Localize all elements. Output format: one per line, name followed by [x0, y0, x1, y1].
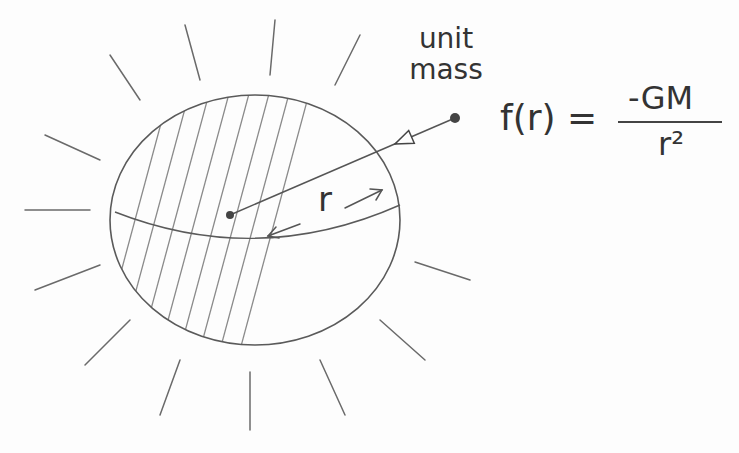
label: -GM — [628, 82, 693, 114]
hatching — [100, 90, 310, 350]
rays — [25, 20, 470, 430]
center-dot — [226, 211, 234, 219]
label: r — [318, 182, 332, 216]
label: unit mass — [400, 24, 492, 86]
force-arrowhead — [395, 131, 414, 145]
fraction-bar — [618, 121, 722, 123]
label: f(r) = — [500, 100, 597, 136]
planet-outline — [110, 95, 400, 345]
label: r² — [658, 128, 684, 160]
mass-dot — [450, 113, 460, 123]
equator — [115, 205, 400, 238]
radius-line — [230, 118, 455, 215]
